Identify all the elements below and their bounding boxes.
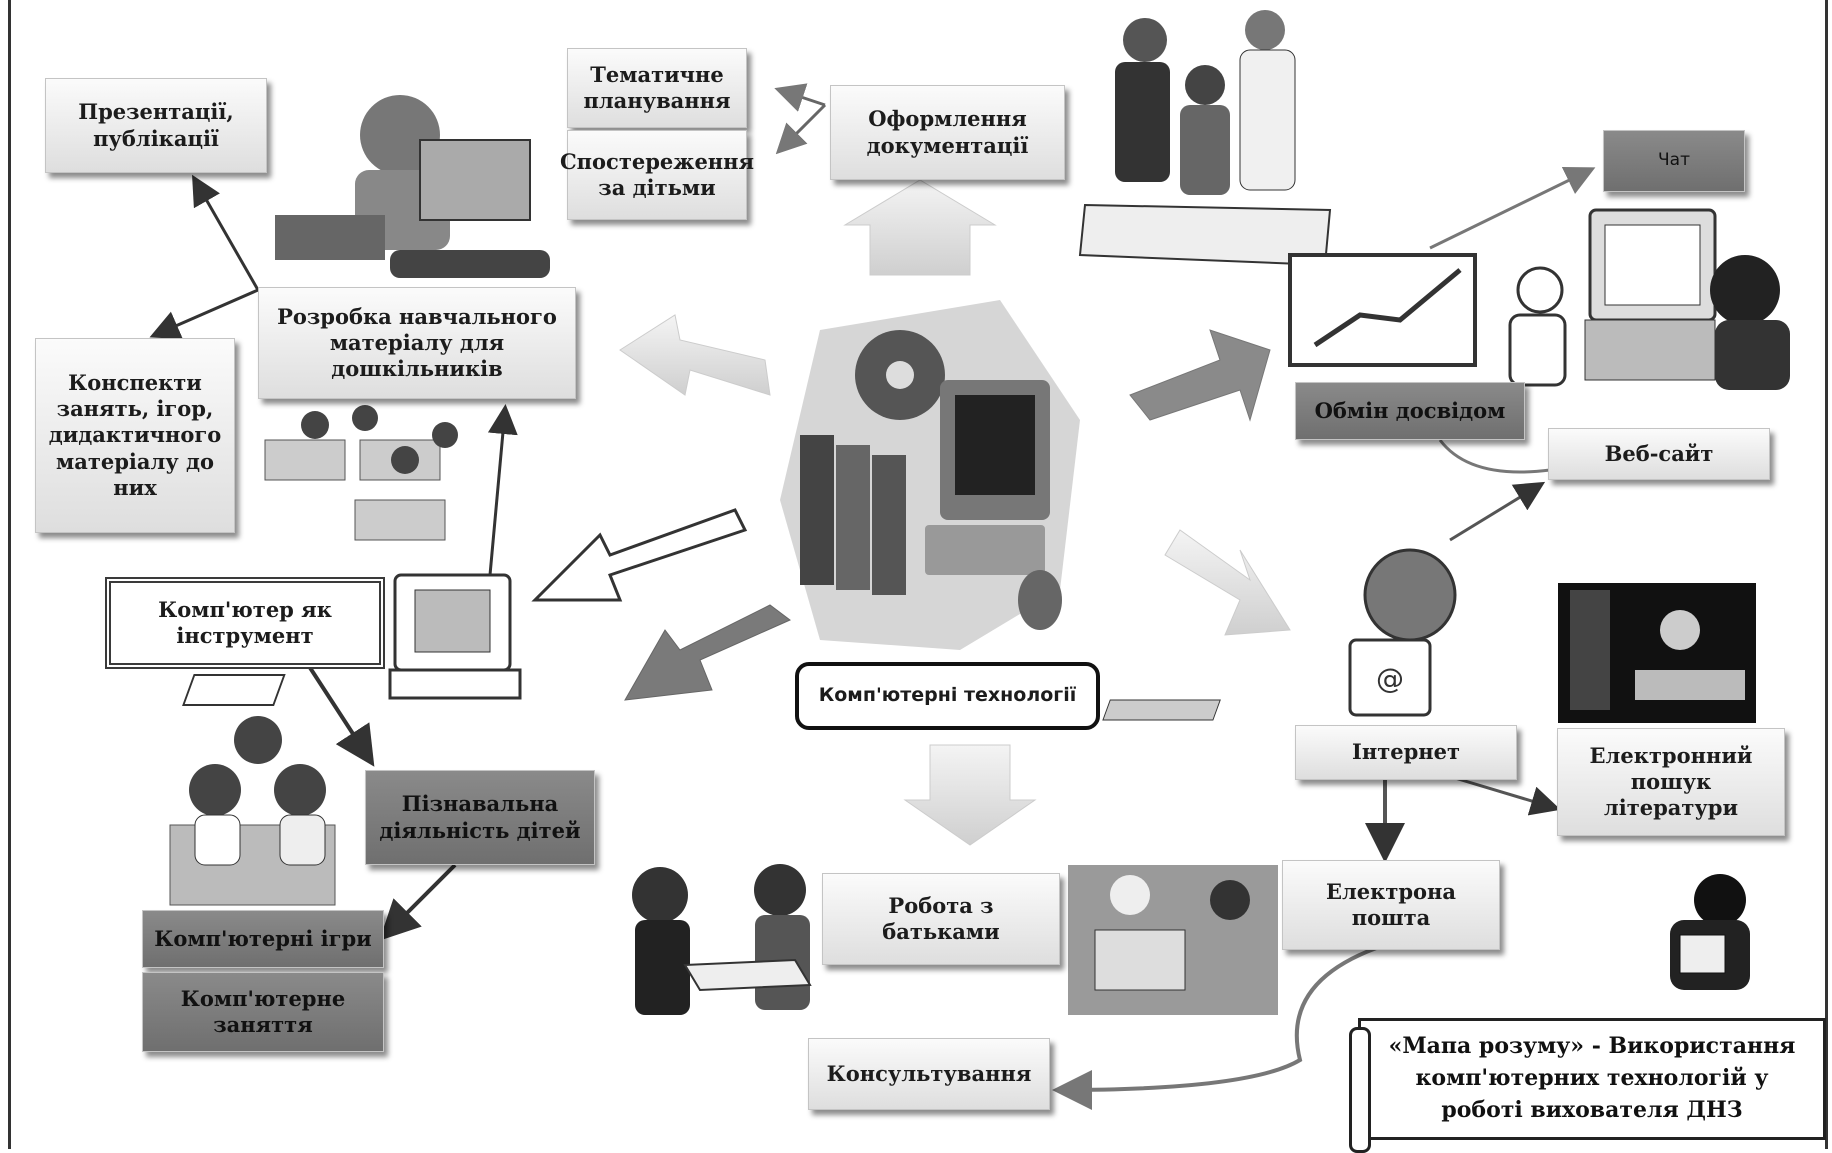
- thematic-planning-label: Тематичне планування: [583, 61, 731, 113]
- presentations-label: Презентації, публікації: [78, 99, 234, 151]
- development-box: Розробка навчального матеріалу для дошкі…: [258, 287, 576, 399]
- computer-tool-label: Комп'ютер як інструмент: [158, 596, 332, 648]
- experience-exchange-label: Обмін досвідом: [1314, 397, 1506, 423]
- documentation-label: Оформлення документації: [866, 106, 1029, 158]
- observation-label: Спостереження за дітьми: [559, 148, 755, 200]
- central-topic-box: Комп'ютерні технології: [795, 662, 1100, 730]
- central-computer-illustration: [780, 300, 1080, 650]
- reading-figure-illustration: [1670, 874, 1750, 990]
- email-box: Електрона пошта: [1282, 860, 1500, 950]
- computer-games-label: Комп'ютерні ігри: [154, 925, 372, 951]
- arrow-down-block: [903, 744, 1037, 846]
- observation-box: Спостереження за дітьми: [560, 130, 754, 220]
- arrow-downleft-block: [624, 604, 791, 701]
- parents-work-label: Робота з батьками: [882, 892, 1000, 944]
- literature-search-label: Електронний пошук літератури: [1589, 742, 1753, 821]
- cognitive-activity-box: Пізнавальна діяльність дітей: [365, 770, 595, 865]
- website-box: Веб-сайт: [1548, 428, 1770, 480]
- development-label: Розробка навчального матеріалу для дошкі…: [277, 303, 557, 382]
- reading-child-illustration: [275, 95, 550, 278]
- office-women-illustration: [1068, 865, 1278, 1015]
- caption-scroll: «Мапа розуму» - Використання комп'ютерни…: [1349, 1018, 1826, 1153]
- documentation-box: Оформлення документації: [830, 85, 1065, 180]
- classroom-children-illustration: [264, 405, 458, 541]
- arrow-up-block: [843, 179, 997, 276]
- website-label: Веб-сайт: [1604, 440, 1714, 466]
- literature-search-box: Електронний пошук літератури: [1557, 728, 1785, 836]
- arrow-upright-block: [1129, 329, 1271, 422]
- svg-text:@: @: [1376, 662, 1404, 695]
- chat-label: Чат: [1658, 150, 1690, 171]
- parent-meeting-illustration: [632, 864, 812, 1015]
- computer-lesson-box: Комп'ютерне заняття: [142, 972, 384, 1052]
- computer-tool-box: Комп'ютер як інструмент: [105, 577, 385, 669]
- caption-text: «Мапа розуму» - Використання комп'ютерни…: [1388, 1033, 1796, 1123]
- diagram-frame: [8, 0, 1828, 1149]
- summaries-box: Конспекти занять, ігор, дидактичного мат…: [35, 338, 235, 533]
- internet-label: Інтернет: [1352, 739, 1460, 765]
- office-people-illustration: [1078, 10, 1332, 267]
- cognitive-activity-label: Пізнавальна діяльність дітей: [379, 791, 581, 843]
- summaries-label: Конспекти занять, ігор, дидактичного мат…: [48, 369, 222, 500]
- experience-exchange-box: Обмін досвідом: [1295, 382, 1525, 440]
- arrow-upleft-block: [619, 314, 771, 396]
- parents-work-box: Робота з батьками: [822, 873, 1060, 965]
- thematic-planning-box: Тематичне планування: [567, 48, 747, 128]
- computer-games-box: Комп'ютерні ігри: [142, 910, 384, 968]
- chat-box: Чат: [1603, 130, 1745, 192]
- presentations-box: Презентації, публікації: [45, 78, 267, 173]
- consulting-box: Консультування: [808, 1038, 1050, 1110]
- globe-computer-illustration: @: [1102, 548, 1457, 721]
- computer-lesson-label: Комп'ютерне заняття: [180, 985, 346, 1037]
- consulting-label: Консультування: [826, 1060, 1032, 1086]
- library-reader-illustration: [1558, 583, 1756, 723]
- chart-presenter-illustration: [1288, 253, 1567, 387]
- children-at-computer-illustration: [169, 716, 336, 906]
- desktop-computer-illustration: [182, 573, 522, 706]
- arrow-left-outline: [531, 508, 748, 602]
- internet-box: Інтернет: [1295, 725, 1517, 780]
- email-label: Електрона пошта: [1325, 878, 1457, 930]
- central-topic-label: Комп'ютерні технології: [818, 684, 1077, 707]
- arrow-downright-block: [1164, 529, 1291, 636]
- computer-user-illustration: [1584, 208, 1790, 390]
